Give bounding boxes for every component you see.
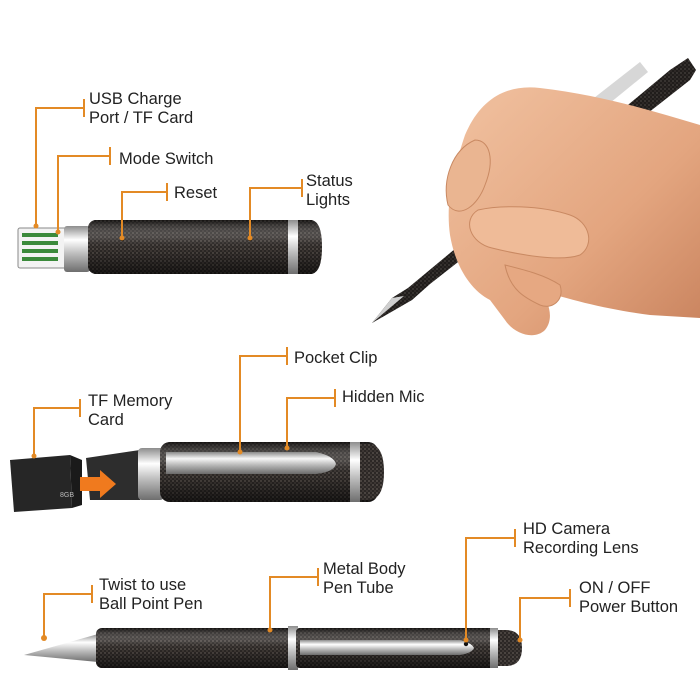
label-twist-pen: Twist to use Ball Point Pen	[99, 576, 203, 613]
leader-dots	[31, 223, 523, 643]
label-status-lights: Status Lights	[306, 172, 353, 209]
leader-lines	[33, 99, 571, 640]
label-reset: Reset	[174, 184, 218, 202]
card-marking: 8GB	[60, 492, 74, 499]
label-metal-body: Metal Body Pen Tube	[323, 560, 406, 597]
label-usb-charge: USB Charge Port / TF Card	[89, 90, 194, 127]
full-pen-image	[24, 626, 522, 670]
label-power-button: ON / OFF Power Button	[579, 579, 679, 616]
label-mode-switch: Mode Switch	[119, 150, 214, 168]
label-hidden-mic: Hidden Mic	[342, 388, 425, 406]
label-pocket-clip: Pocket Clip	[294, 349, 378, 367]
usb-pen-image	[17, 220, 322, 274]
hand-holding-pen-image	[372, 58, 700, 336]
label-tf-memory-card: TF Memory Card	[88, 392, 173, 429]
tf-card-pen-image: 8GB	[10, 442, 384, 512]
insert-arrow-icon	[80, 470, 116, 498]
label-hd-camera: HD Camera Recording Lens	[523, 520, 639, 557]
